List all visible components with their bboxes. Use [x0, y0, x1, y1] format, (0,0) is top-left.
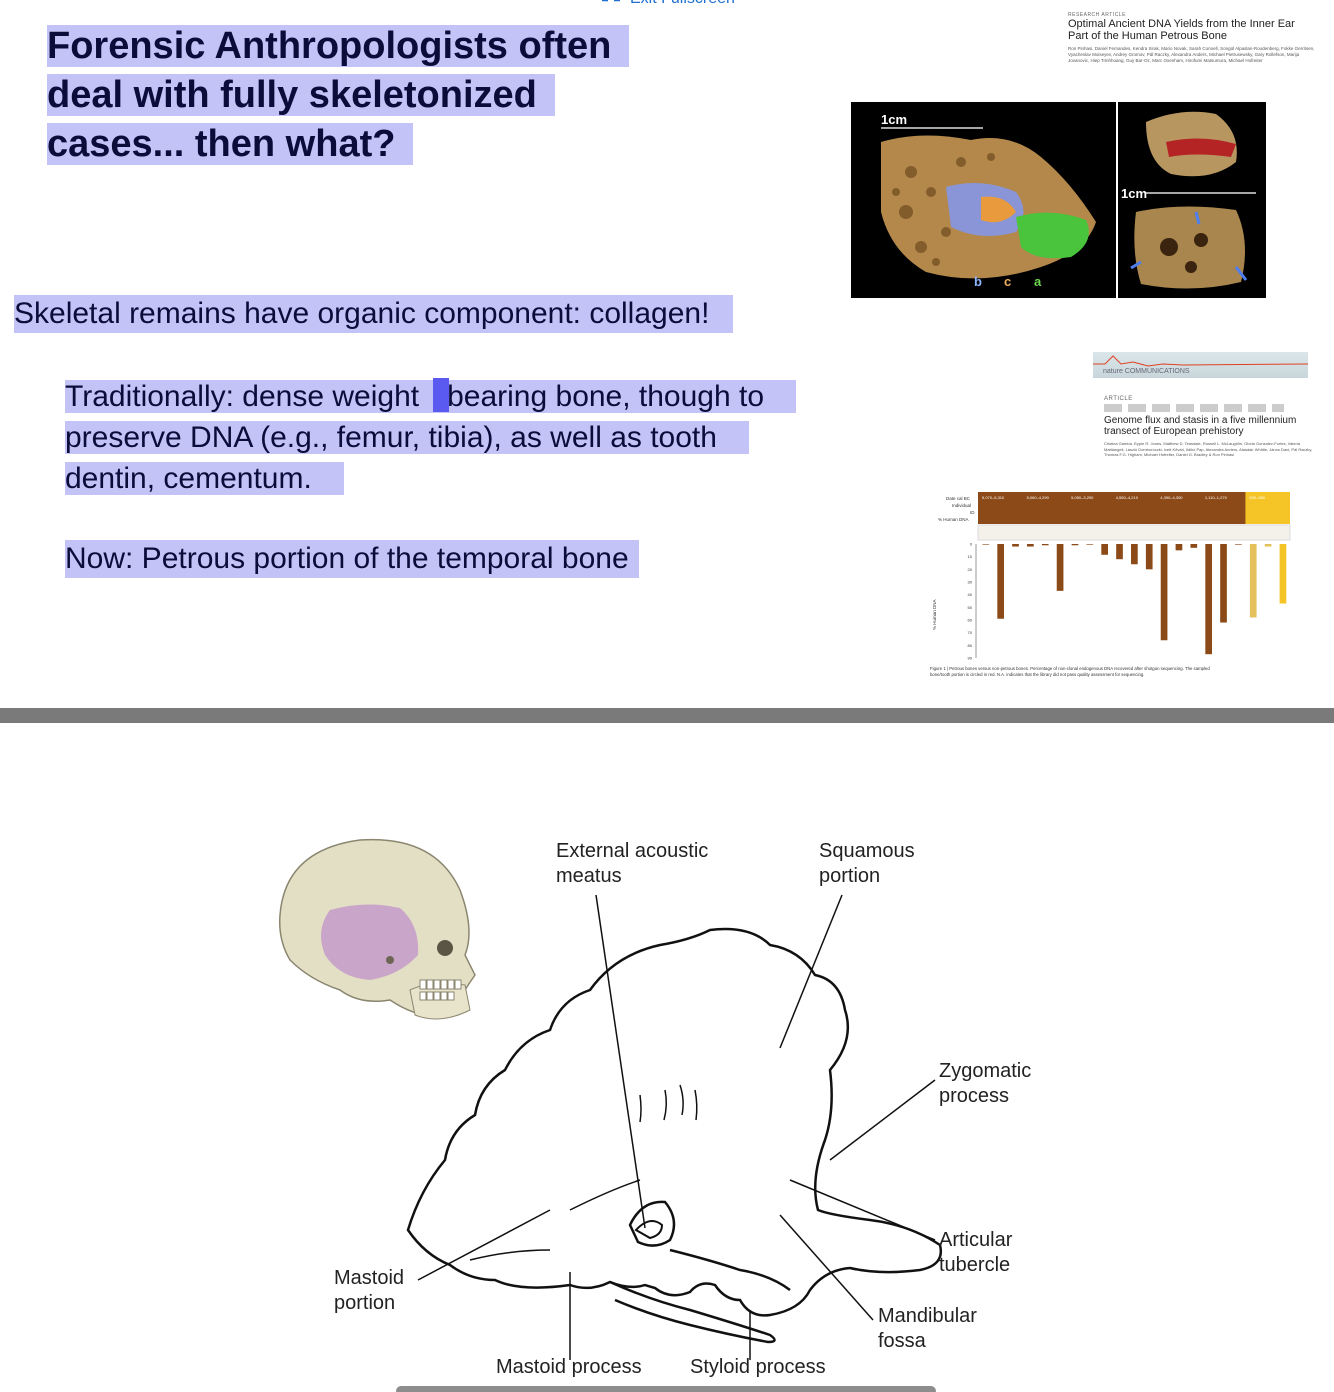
- chart-y-tick-label: 10: [968, 554, 973, 559]
- paper1-header: RESEARCH ARTICLE Optimal Ancient DNA Yie…: [1068, 12, 1318, 64]
- chart-bar: [1145, 544, 1153, 570]
- chart-y-tick-label: 20: [968, 567, 973, 572]
- chart-bar: [1071, 544, 1079, 546]
- scale-label-b: 1cm: [1121, 186, 1147, 201]
- paper1-tag: RESEARCH ARTICLE: [1068, 12, 1126, 18]
- chart-y-tick-label: 70: [968, 630, 973, 635]
- chart-bar: [1101, 544, 1108, 555]
- fig-label-a: a: [1034, 274, 1042, 289]
- chart-y-tick-label: 30: [968, 580, 973, 585]
- chart-header-band: [978, 492, 1290, 524]
- chart-y-tick-label: 60: [968, 618, 973, 623]
- paper1-authors: Ron Pinhasi, Daniel Fernandes, Kendra Si…: [1068, 46, 1315, 63]
- bullet-traditional-part-c: bearing bone, though to preserve DNA (e.…: [65, 380, 765, 495]
- chart-period-label: 1,110–1,270: [1205, 495, 1228, 500]
- chart-bar: [1012, 544, 1019, 547]
- scale-label-a: 1cm: [881, 112, 907, 127]
- chart-bar: [1249, 544, 1257, 618]
- chart-bar: [1220, 544, 1227, 623]
- chart-header-band-late: [1245, 492, 1290, 524]
- slide-title-text[interactable]: Forensic Anthropologists often deal with…: [47, 25, 630, 165]
- paper2-title: Genome flux and stasis in a five millenn…: [1104, 415, 1297, 437]
- chart-bar: [1264, 544, 1272, 547]
- label-squamous-portion: Squamous portion: [819, 840, 915, 887]
- paper1-title: Optimal Ancient DNA Yields from the Inne…: [1068, 18, 1295, 42]
- chart-period-label: 4,390–4,300: [1160, 495, 1183, 500]
- chart-period-label: 4,550–4,210: [1116, 495, 1139, 500]
- fig-label-b: b: [974, 274, 982, 289]
- slide-divider-bar: [0, 708, 1334, 723]
- row-label-individual: Individual: [952, 503, 971, 508]
- label-mastoid-portion: Mastoid portion: [334, 1267, 405, 1314]
- leader-lines: [417, 894, 936, 1360]
- label-styloid-process: Styloid process: [690, 1356, 826, 1378]
- nature-communications-banner: nature COMMUNICATIONS: [1093, 352, 1309, 378]
- chart-bar: [1190, 544, 1198, 548]
- chart-y-tick-label: 50: [968, 605, 973, 610]
- paper2-authors: Cristina Gamba, Eppie R. Jones, Matthew …: [1104, 441, 1313, 457]
- chart-bar: [1235, 544, 1242, 545]
- chart-bar: [997, 544, 1004, 619]
- row-label-human-dna: % Human DNA: [938, 517, 969, 522]
- bullet-traditional-part-a: Traditionally: dense weight: [65, 380, 420, 413]
- chart-bar: [1116, 544, 1123, 560]
- chart-bar: [1086, 544, 1094, 545]
- slide-title[interactable]: Forensic Anthropologists often deal with…: [47, 22, 667, 169]
- dna-yield-chart: Date cal BC Individual ID % Human DNA % …: [930, 490, 1310, 685]
- label-zygomatic-process: Zygomatic process: [939, 1060, 1032, 1107]
- chart-bar: [1205, 544, 1212, 655]
- row-label-id: ID: [970, 510, 975, 515]
- paper2-dates-bar: [1104, 404, 1284, 412]
- journal-name: nature COMMUNICATIONS: [1103, 368, 1190, 375]
- chart-period-label: 5,060–4,290: [1027, 495, 1050, 500]
- temporal-bone-diagram: External acoustic meatus Squamous portio…: [270, 830, 1070, 1392]
- chart-y-tick-label: 0: [970, 542, 973, 547]
- paper2-section: ARTICLE: [1104, 396, 1133, 402]
- exit-fullscreen-button[interactable]: Exit Fullscreen: [598, 0, 735, 10]
- chart-ylabel: % Human DNA: [932, 599, 937, 630]
- petrous-bone-figure: 1cm b c a 1cm: [851, 102, 1266, 298]
- text-cursor: [433, 378, 450, 412]
- bullet-petrous[interactable]: Now: Petrous portion of the temporal bon…: [65, 540, 639, 578]
- chart-bar: [1056, 544, 1064, 591]
- collapse-arrows-icon: [602, 0, 620, 2]
- chart-bar: [982, 544, 990, 545]
- chart-y-tick-label: 80: [968, 643, 973, 648]
- temporal-bone-outline: [406, 927, 943, 1344]
- label-mastoid-process: Mastoid process: [496, 1356, 642, 1378]
- chart-bar: [1175, 544, 1183, 551]
- chart-bone-icon-strip: [977, 524, 1291, 541]
- chart-bar: [1279, 544, 1287, 604]
- label-articular-tubercle: Articular tubercle: [939, 1229, 1013, 1276]
- chart-bar: [1160, 544, 1168, 641]
- horizontal-scrollbar[interactable]: [396, 1386, 936, 1392]
- chart-period-label: 5,050–3,290: [1071, 495, 1094, 500]
- bullet-collagen[interactable]: Skeletal remains have organic component:…: [14, 295, 734, 333]
- exit-fullscreen-label: Exit Fullscreen: [630, 0, 735, 8]
- chart-bar: [1041, 544, 1049, 546]
- chart-bar: [1131, 544, 1138, 565]
- row-label-date: Date cal BC: [946, 496, 971, 501]
- chart-period-label: 830–980: [1249, 495, 1265, 500]
- chart-period-label: 5,070–5,310: [982, 495, 1005, 500]
- chart-y-tick-label: 90: [968, 656, 973, 661]
- label-external-acoustic-meatus: External acoustic meatus: [556, 840, 709, 887]
- chart-y-tick-label: 40: [968, 592, 973, 597]
- fig-label-c: c: [1004, 274, 1011, 289]
- chart-caption: Figure 1 | Petrous bones versus non-petr…: [930, 666, 1210, 677]
- chart-bar: [1027, 544, 1034, 547]
- skull-illustration: [278, 838, 476, 1020]
- paper2-header: ARTICLE Genome flux and stasis in a five…: [1104, 396, 1314, 458]
- label-mandibular-fossa: Mandibular fossa: [878, 1305, 977, 1352]
